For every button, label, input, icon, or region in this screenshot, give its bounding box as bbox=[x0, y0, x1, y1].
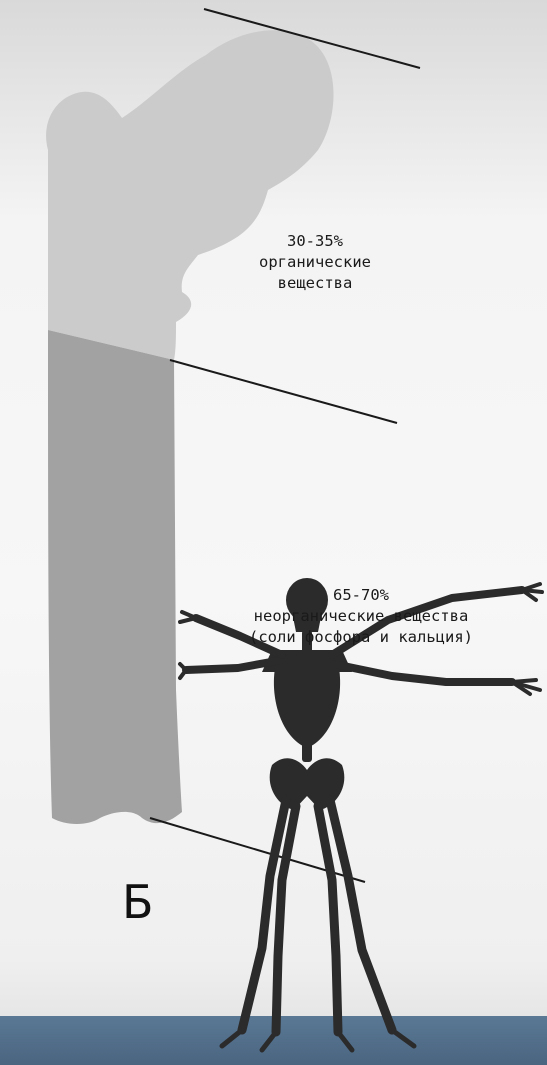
panel-letter: Б bbox=[122, 877, 154, 927]
organic-matter-label: 30-35% органические вещества bbox=[230, 231, 400, 294]
organic-percent: 30-35% bbox=[230, 231, 400, 252]
inorganic-percent: 65-70% bbox=[196, 585, 526, 606]
legs bbox=[242, 800, 392, 1032]
inorganic-line1: неорганические вещества bbox=[196, 606, 526, 627]
organic-line2: вещества bbox=[230, 273, 400, 294]
organic-line1: органические bbox=[230, 252, 400, 273]
inorganic-matter-label: 65-70% неорганические вещества (соли фос… bbox=[196, 585, 526, 648]
feet bbox=[222, 1030, 414, 1050]
rib-cage bbox=[274, 668, 340, 748]
inorganic-line2: (соли фосфора и кальция) bbox=[196, 627, 526, 648]
